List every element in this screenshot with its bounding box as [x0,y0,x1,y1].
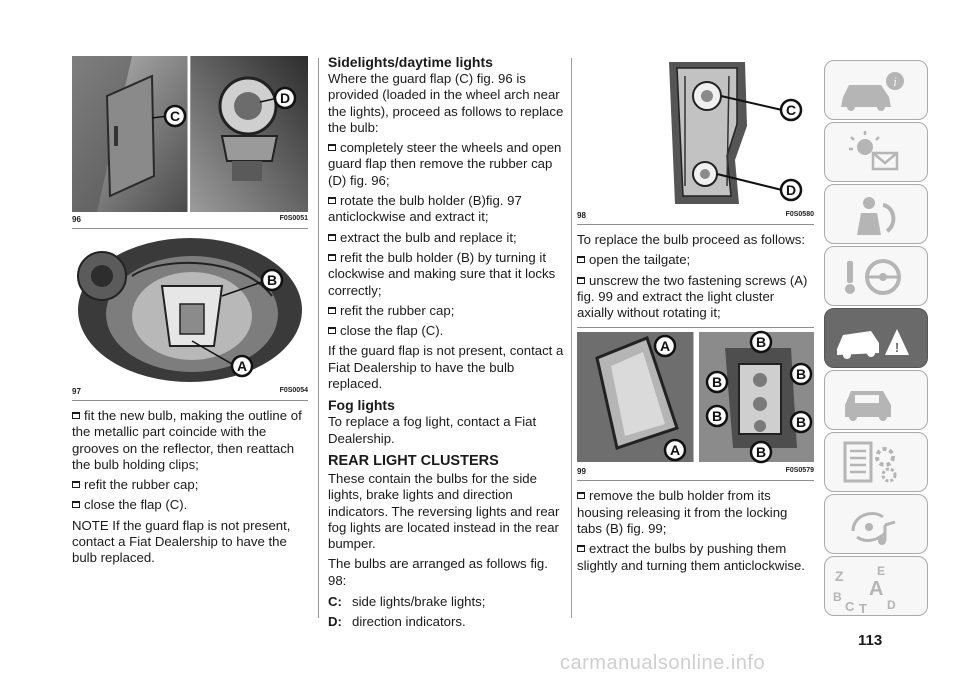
column-3: C D 98 F0S0580 To replace the bulb proce… [577,56,814,578]
legend-key: C: [328,594,342,610]
svg-text:!: ! [895,340,899,355]
index-letter: A [869,578,883,600]
multimedia-icon [851,512,896,545]
figure-98-image: C D [577,56,814,208]
watermark: carmanualsonline.info [560,652,766,674]
legend-row: C: side lights/brake lights; [328,593,564,610]
figure-98-label: D [786,182,796,198]
figure-99-label: B [756,444,766,460]
tab-safety[interactable] [824,184,928,244]
warning-lights-icon [849,131,899,171]
figure-98-label: C [786,102,796,118]
safety-airbag-icon [857,197,896,235]
index-letter: B [833,590,842,604]
figure-96-label: C [170,108,180,124]
instruction-bullet: remove the bulb holder from its housing … [577,488,814,537]
tab-index[interactable]: Z E A B C T D [824,556,928,616]
starting-driving-icon [845,259,901,295]
instruction-bullet: extract the bulbs by pushing them slight… [577,541,814,574]
index-icon: Z E A B C T D [833,564,896,616]
tab-warning-lights[interactable] [824,122,928,182]
instruction-bullet: unscrew the two fastening screws (A) fig… [577,273,814,322]
instruction-bullet: fit the new bulb, making the outline of … [72,408,308,473]
section-heading-fog-lights: Fog lights [328,397,395,414]
figure-number: 99 [577,467,586,477]
tab-emergency[interactable]: ! [824,308,928,368]
instruction-bullet: rotate the bulb holder (B)fig. 97 anticl… [328,193,564,226]
instruction-bullet: close the flap (C). [72,497,308,513]
instruction-bullet: extract the bulb and replace it; [328,230,564,246]
tab-maintenance[interactable] [824,370,928,430]
index-letter: E [877,564,885,578]
tab-technical-data[interactable] [824,432,928,492]
figure-97-caption: 97 F0S0054 [72,384,308,401]
figure-code: F0S0051 [279,215,308,222]
car-info-icon: i [841,72,904,111]
figure-code: F0S0054 [279,387,308,394]
chapter-tabs: i ! [824,60,930,618]
legend-value: direction indicators. [352,614,466,630]
index-letter: C [845,599,855,614]
figure-99-label: B [796,366,806,382]
figure-code: F0S0579 [785,467,814,475]
index-letter: D [887,598,896,612]
instruction-bullet: open the tailgate; [577,252,814,268]
maintenance-icon [845,391,891,421]
intro-text: To replace the bulb proceed as follows: [577,232,805,247]
note-text: NOTE If the guard flap is not present, c… [72,517,291,566]
instruction-bullet: refit the rubber cap; [328,303,564,319]
instruction-bullet: refit the bulb holder (B) by turning it … [328,250,564,299]
figure-99-label: B [712,374,722,390]
figure-99-label: A [670,442,680,458]
legend-key: D: [328,614,342,630]
column-divider [571,58,572,618]
figure-99-label: B [712,408,722,424]
figure-code: F0S0580 [785,211,814,218]
figure-98-caption: 98 F0S0580 [577,208,814,225]
section-heading-sidelights: Sidelights/daytime lights [328,54,493,70]
body-text: These contain the bulbs for the side lig… [328,470,560,552]
body-text: To replace a fog light, contact a Fiat D… [328,414,537,446]
figure-99-label: B [796,414,806,430]
figure-99-image: A B B B B B B A [577,327,814,465]
figure-97-label: A [237,358,247,374]
column-1: C D 96 F0S0051 B A 97 F0S0054 [72,56,308,571]
figure-99-caption: 99 F0S0579 [577,464,814,482]
svg-text:i: i [893,74,897,89]
technical-data-icon [843,441,897,483]
figure-number: 97 [72,387,81,396]
emergency-icon: ! [837,329,909,359]
instruction-bullet: refit the rubber cap; [72,477,308,493]
index-letter: T [859,601,867,616]
figure-number: 96 [72,215,81,224]
tab-starting-driving[interactable] [824,246,928,306]
body-text: The bulbs are arranged as follows fig. 9… [328,556,548,588]
tab-multimedia[interactable] [824,494,928,554]
figure-97-label: B [267,272,277,288]
figure-99-label: B [756,334,766,350]
body-text: If the guard flap is not present, contac… [328,343,564,392]
legend-value: side lights/brake lights; [352,594,486,610]
legend-row: D: direction indicators. [328,613,564,630]
figure-99-label: A [660,338,670,354]
tab-car-info[interactable]: i [824,60,928,120]
figure-96-label: D [280,90,290,106]
column-divider [318,58,319,618]
intro-text: Where the guard flap (C) fig. 96 is prov… [328,71,564,135]
figure-96-image: C D [72,56,308,212]
page-number: 113 [858,632,883,649]
figure-96-caption: 96 F0S0051 [72,212,308,229]
figure-97-image: B A [72,236,308,384]
instruction-bullet: close the flap (C). [328,323,564,339]
instruction-bullet: completely steer the wheels and open gua… [328,140,564,189]
index-letter: Z [835,568,844,584]
column-2: Sidelights/daytime lights Where the guar… [328,54,564,630]
figure-number: 98 [577,211,586,220]
section-heading-rear-clusters: REAR LIGHT CLUSTERS [328,452,499,469]
